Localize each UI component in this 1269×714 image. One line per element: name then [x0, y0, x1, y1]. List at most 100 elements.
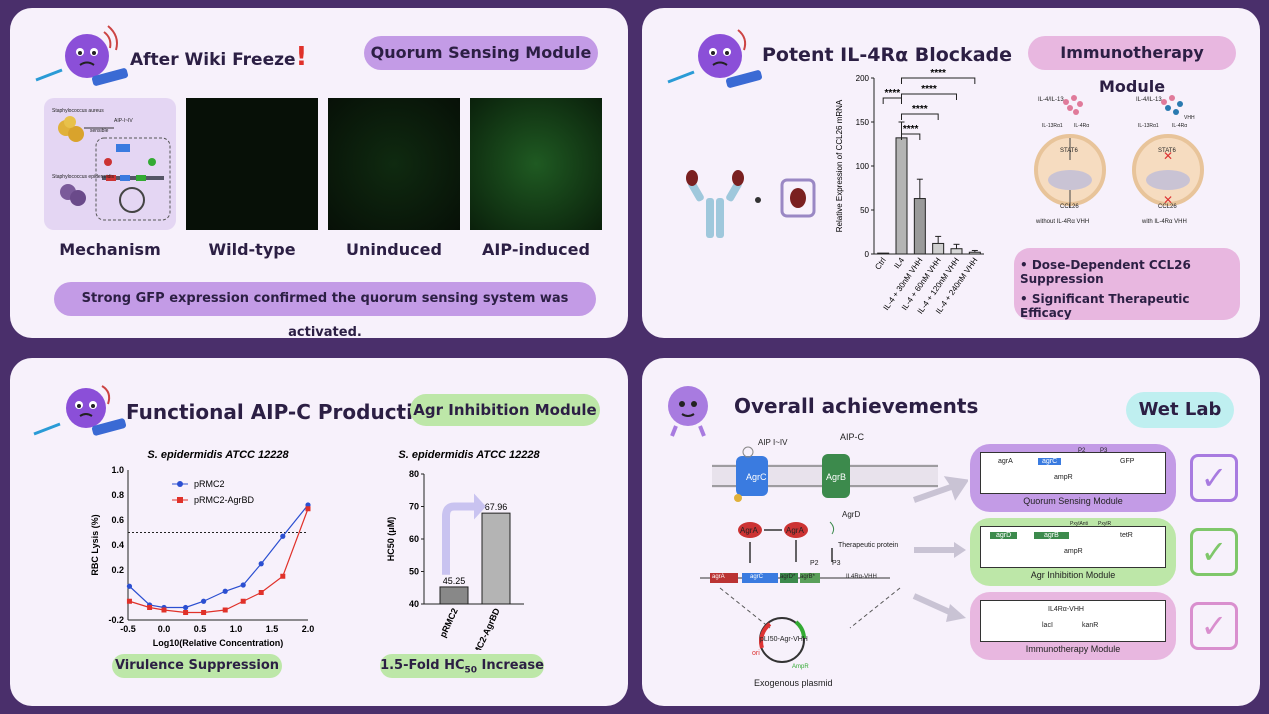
- gene-label: agrC: [750, 574, 764, 580]
- bullet-item: • Significant Therapeutic Efficacy: [1020, 292, 1190, 320]
- data-point: [201, 598, 207, 604]
- check-icon: ✓: [1190, 454, 1238, 502]
- sig-bracket: [882, 97, 902, 104]
- hc50-bar-chart: S. epidermidis ATCC 122284050607080HC50 …: [386, 449, 540, 650]
- svg-text:✕: ✕: [1163, 149, 1173, 163]
- wetlab-panel: Overall achievements Wet Lab AIP I~IV AI…: [642, 358, 1260, 706]
- mechanism-diagram: Staphylococcus aureus Staphylococcus epi…: [44, 98, 176, 230]
- bar: [932, 242, 945, 255]
- x-tick-label: 2.0: [302, 624, 315, 634]
- series-line: [129, 504, 309, 609]
- agr-module-box: agrD agrB tetR PxylAnti PxylR ampR Agr I…: [970, 518, 1176, 586]
- chart-title: S. epidermidis ATCC 12228: [147, 449, 289, 461]
- promoter-label: P2: [1078, 448, 1086, 454]
- gene-label: agrD: [990, 532, 1018, 539]
- agrc-label: AgrC: [746, 472, 767, 482]
- series-line: [129, 508, 309, 614]
- bar: [950, 248, 963, 255]
- y-tick-label: 150: [856, 118, 870, 127]
- data-point: [183, 610, 189, 615]
- increase-arrow: [442, 502, 476, 575]
- data-point: [258, 590, 264, 595]
- mascot-icon: [668, 386, 708, 437]
- promoter-label: P2: [810, 560, 819, 567]
- y-tick-label: 200: [856, 74, 870, 83]
- exclaim-mark: !: [295, 42, 308, 72]
- y-axis-label: Relative Expression of CCL26 mRNA: [835, 99, 844, 232]
- gene-label: IL4Rα-VHH: [1048, 606, 1084, 613]
- hc50-badge: 1.5-Fold HC50 Increase: [380, 654, 544, 678]
- ligand-label: IL-4/IL-13: [1038, 97, 1064, 103]
- data-point: [222, 607, 228, 613]
- mech-label: AIP-I~IV: [114, 118, 133, 124]
- agr-panel: Functional AIP-C Production Agr Inhibiti…: [10, 358, 628, 706]
- increase-arrow-head: [474, 493, 486, 520]
- module-name: Quorum Sensing Module: [1023, 496, 1123, 506]
- panel-title: Functional AIP-C Production: [126, 400, 441, 424]
- mascot-icon: [35, 25, 129, 86]
- promoter-label: P3: [1100, 448, 1108, 454]
- y-tick-label: 0.6: [111, 515, 124, 525]
- badge-text: 1.5-Fold HC: [380, 658, 465, 673]
- promoter-label: P3: [832, 560, 841, 567]
- y-tick-label: 100: [856, 162, 870, 171]
- sig-bracket: [901, 93, 957, 100]
- mech-label: Staphylococcus epidermidis: [52, 174, 114, 180]
- y-tick-label: 60: [409, 534, 419, 544]
- sig-bracket: [901, 113, 939, 120]
- y-tick-label: 70: [409, 502, 419, 512]
- plasmid-label: pLI50-Agr-VHH: [760, 636, 808, 643]
- resistance-label: kanR: [1082, 622, 1099, 629]
- category-label: pRMC2: [438, 607, 460, 639]
- caption-uninduced: Uninduced: [346, 240, 442, 259]
- agr-schematic: [700, 446, 938, 663]
- bar: [877, 252, 890, 255]
- exo-label: Exogenous plasmid: [754, 678, 833, 688]
- qs-module-box: agrA agrC GFP P2 P3 ampR Quorum Sensing …: [970, 444, 1176, 512]
- data-point: [280, 533, 286, 539]
- agrd-label: AgrD: [842, 510, 861, 519]
- data-point: [161, 607, 167, 613]
- sig-label: ****: [930, 68, 946, 79]
- immuno-module-box: IL4Rα-VHH lacI kanR Immunotherapy Module: [970, 592, 1176, 660]
- gene-label: agrA: [712, 574, 725, 580]
- cell-caption: with IL-4Rα VHH: [1142, 219, 1187, 225]
- sig-bracket: [901, 133, 921, 140]
- mech-label: Staphylococcus aureus: [52, 108, 104, 114]
- x-tick-label: 0.0: [158, 624, 171, 634]
- caption-aip-induced: AIP-induced: [482, 240, 590, 259]
- virulence-badge: Virulence Suppression: [112, 654, 282, 678]
- ccl-label: CCL26: [1158, 204, 1177, 210]
- y-tick-label: 40: [409, 599, 419, 609]
- module-badge: Wet Lab: [1126, 392, 1234, 428]
- y-axis-label: RBC Lysis (%): [90, 514, 100, 575]
- resistance-label: ampR: [1064, 548, 1083, 555]
- panel-title: Overall achievements: [734, 394, 979, 418]
- chart-title: S. epidermidis ATCC 12228: [398, 449, 540, 461]
- signaling-diagram: ✕ ✕: [1034, 95, 1204, 208]
- arrow-icons: [912, 476, 968, 622]
- antibody-icon: [686, 170, 816, 238]
- y-tick-label: 50: [860, 206, 869, 215]
- immunotherapy-panel: Potent IL-4Rα Blockade Immunotherapy Mod…: [642, 8, 1260, 338]
- y-tick-label: 0.4: [111, 540, 124, 550]
- sig-bracket: [901, 77, 976, 84]
- stat-label: STAT6: [1158, 148, 1176, 154]
- receptor-label: IL-4Rα: [1074, 123, 1090, 129]
- vhh-label: VHH: [1184, 115, 1195, 121]
- badge-text: Increase: [477, 658, 544, 673]
- bar: [439, 586, 469, 605]
- gene-label: agrB: [1034, 532, 1069, 539]
- gene-label: agrC: [1038, 458, 1062, 465]
- x-tick-label: 0.5: [194, 624, 207, 634]
- value-label: 67.96: [485, 502, 508, 512]
- title-text: After Wiki Freeze: [130, 50, 296, 70]
- data-point: [305, 506, 311, 512]
- aipc-label: AIP-C: [840, 432, 865, 442]
- conclusion-box: • Dose-Dependent CCL26 Suppression • Sig…: [1014, 248, 1240, 320]
- promoter-label: PxylAnti: [1070, 521, 1089, 527]
- ccl-label: CCL26: [1060, 204, 1079, 210]
- stat-label: STAT6: [1060, 148, 1078, 154]
- data-point: [126, 598, 132, 604]
- receptor-label: IL-13Rα1: [1138, 123, 1159, 129]
